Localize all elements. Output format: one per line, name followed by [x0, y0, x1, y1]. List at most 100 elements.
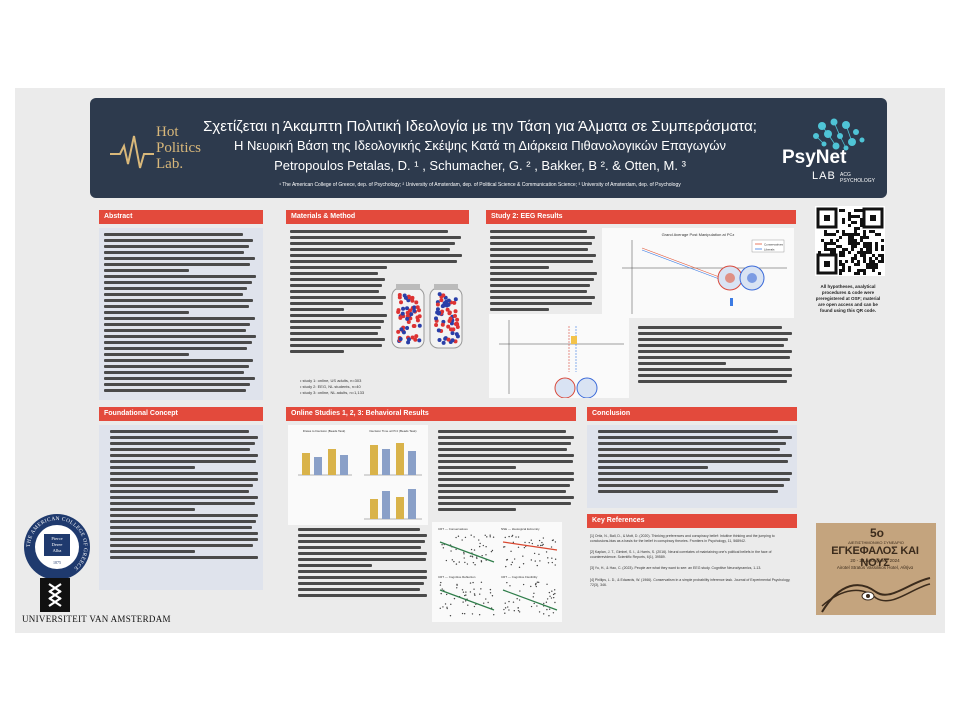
qr-module — [854, 209, 857, 212]
qr-module — [857, 233, 860, 236]
qr-module — [848, 215, 851, 218]
scatter-point — [456, 583, 458, 586]
qr-module — [869, 245, 872, 248]
text-line — [110, 472, 258, 475]
scatter-point — [513, 610, 516, 612]
scatter-point — [535, 585, 538, 588]
text-line — [110, 496, 258, 499]
text-line — [104, 305, 249, 308]
text-line — [104, 389, 246, 392]
qr-module — [839, 269, 842, 272]
scatter-point — [464, 600, 467, 602]
text-line — [110, 442, 255, 445]
qr-module — [842, 251, 845, 254]
bead — [414, 334, 419, 339]
text-line — [104, 293, 243, 296]
qr-module — [824, 248, 827, 251]
scatter-point — [480, 561, 483, 563]
qr-module — [857, 227, 860, 230]
trend-line — [439, 541, 495, 563]
text-line — [638, 344, 784, 347]
scatter-point — [484, 534, 486, 536]
bead — [440, 304, 445, 309]
bead — [437, 292, 442, 297]
scatter-point — [538, 611, 541, 613]
bar — [302, 453, 310, 475]
qr-module — [833, 251, 836, 254]
qr-finder — [862, 207, 884, 229]
bead — [455, 334, 460, 339]
text-line — [638, 374, 792, 377]
qr-module — [836, 245, 839, 248]
scatter-point — [489, 588, 492, 591]
text-line — [110, 526, 252, 529]
qr-module — [851, 248, 854, 251]
text-line — [290, 302, 384, 305]
text-line — [490, 290, 588, 293]
scatter-point — [469, 591, 472, 593]
scatter-point — [486, 536, 488, 538]
scatter-point — [482, 602, 485, 604]
text-line — [638, 350, 792, 353]
scatter-point — [554, 592, 556, 595]
text-line — [490, 230, 588, 233]
text-line — [110, 538, 258, 541]
text-line — [438, 478, 574, 481]
hot-politics-lab-logo: Hot Politics Lab. — [156, 124, 202, 172]
qr-module — [833, 233, 836, 236]
qr-module — [863, 257, 866, 260]
text-line — [490, 254, 596, 257]
qr-module — [824, 245, 827, 248]
scatter-point — [519, 590, 521, 592]
qr-code[interactable] — [815, 206, 885, 276]
reference-3: [3] Yu, H., & Hao, C. (2023). People are… — [590, 566, 762, 570]
scatter-point — [471, 613, 474, 615]
qr-module — [824, 261, 830, 267]
bar — [382, 449, 390, 475]
svg-text:Alba: Alba — [53, 548, 62, 553]
scatter-point — [533, 602, 535, 605]
scatter-point — [470, 534, 472, 536]
conference-illustration — [821, 577, 931, 613]
scatter-point — [474, 594, 476, 596]
scatter-point — [538, 553, 540, 556]
conference-subtitle: ΔΙΕΠΙΣΤΗΜΟΝΙΚΟ ΣΥΝΕΔΡΙΟ — [848, 540, 904, 545]
svg-text:Pierce: Pierce — [51, 536, 62, 541]
text-line — [104, 377, 255, 380]
scatter-point — [538, 539, 541, 542]
scatter-point — [476, 557, 478, 560]
text-line — [110, 532, 258, 535]
qr-module — [851, 245, 854, 248]
qr-module — [833, 242, 836, 245]
scatter-point — [465, 591, 467, 593]
scatter-point — [531, 542, 534, 545]
qr-module — [818, 251, 821, 254]
qr-module — [872, 263, 875, 266]
bead — [439, 298, 444, 303]
scatter-point — [530, 605, 533, 608]
text-line — [298, 540, 425, 543]
behavioral-heading: Online Studies 1, 2, 3: Behavioral Resul… — [286, 407, 576, 421]
scatter-point — [554, 564, 556, 566]
qr-module — [881, 260, 884, 263]
scatter-point — [506, 581, 508, 584]
scatter-point — [508, 535, 510, 538]
qr-finder — [816, 253, 838, 275]
qr-module — [869, 260, 872, 263]
qr-module — [857, 263, 860, 266]
bead — [434, 316, 439, 321]
bead — [455, 317, 460, 322]
poster-subtitle: Η Νευρική Βάση της Ιδεολογικής Σκέψης Κα… — [233, 138, 727, 153]
bead — [415, 305, 420, 310]
qr-module — [842, 266, 845, 269]
text-line — [290, 278, 386, 281]
qr-module — [870, 215, 876, 221]
scatter-title: CRT — Conservatives — [438, 527, 468, 531]
conference-edition: 5ο — [870, 526, 885, 540]
text-line — [490, 242, 592, 245]
qr-module — [836, 239, 839, 242]
scatter-point — [455, 548, 457, 551]
scatter-title: CRT — Cognitive Flexibility — [501, 575, 538, 579]
text-line — [298, 570, 427, 573]
qr-module — [842, 209, 845, 212]
